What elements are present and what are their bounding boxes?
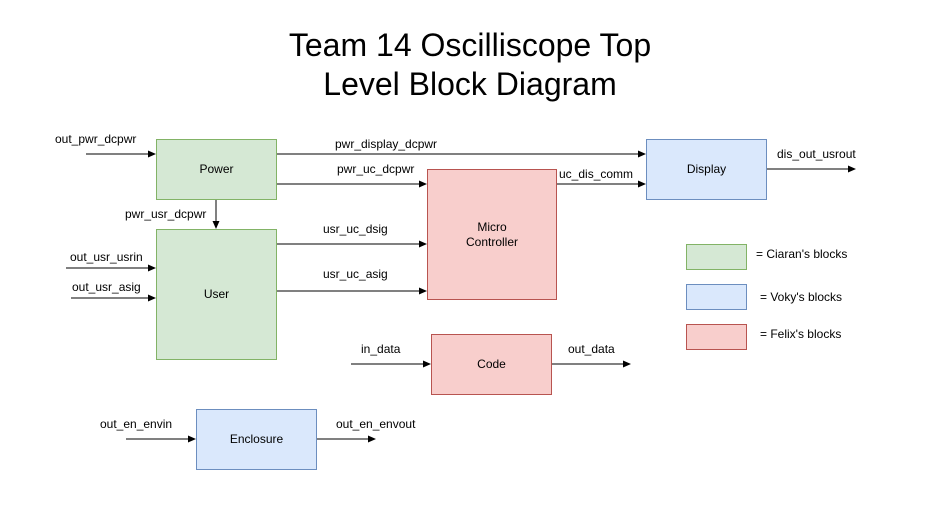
code-block[interactable]: Code [431, 334, 552, 395]
legend-swatch-voky [686, 284, 747, 310]
signal-label-out-en-envout: out_en_envout [336, 417, 416, 431]
power-block-label: Power [199, 162, 234, 176]
power-block[interactable]: Power [156, 139, 277, 200]
diagram-title-line-2: Level Block Diagram [323, 66, 617, 102]
legend-label-voky: = Voky's blocks [760, 290, 842, 304]
legend-swatch-felix [686, 324, 747, 350]
user-block[interactable]: User [156, 229, 277, 360]
signal-label-usr-uc-asig: usr_uc_asig [323, 267, 388, 281]
signal-label-pwr-uc-dcpwr: pwr_uc_dcpwr [337, 162, 415, 176]
signal-label-out-usr-usrin: out_usr_usrin [70, 250, 143, 264]
signal-label-in-data: in_data [361, 342, 401, 356]
signal-label-out-en-envin: out_en_envin [100, 417, 173, 431]
signal-label-out-data: out_data [568, 342, 615, 356]
user-block-label: User [203, 287, 230, 301]
diagram-title-line-1: Team 14 Oscilliscope Top [288, 27, 652, 63]
legend-label-felix: = Felix's blocks [760, 327, 842, 341]
signal-label-pwr-usr-dcpwr: pwr_usr_dcpwr [125, 207, 207, 221]
display-block-label: Display [686, 162, 727, 176]
micro-controller-block[interactable]: Micro Controller [427, 169, 557, 300]
legend-swatch-ciaran [686, 244, 747, 270]
display-block[interactable]: Display [646, 139, 767, 200]
signal-label-uc-dis-comm: uc_dis_comm [559, 167, 634, 181]
enclosure-block-label: Enclosure [229, 432, 284, 446]
micro-controller-label-line-2: Controller [465, 234, 519, 249]
signal-label-pwr-display-dcpwr: pwr_display_dcpwr [335, 137, 438, 151]
code-block-label: Code [477, 357, 506, 371]
signal-label-usr-uc-dsig: usr_uc_dsig [323, 222, 388, 236]
signal-label-dis-out-usrout: dis_out_usrout [777, 147, 856, 161]
enclosure-block[interactable]: Enclosure [196, 409, 317, 470]
legend-label-ciaran: = Ciaran's blocks [756, 247, 848, 261]
signal-label-out-pwr-dcpwr: out_pwr_dcpwr [55, 132, 137, 146]
micro-controller-label-line-1: Micro [477, 219, 507, 234]
signal-label-out-usr-asig: out_usr_asig [72, 280, 141, 294]
